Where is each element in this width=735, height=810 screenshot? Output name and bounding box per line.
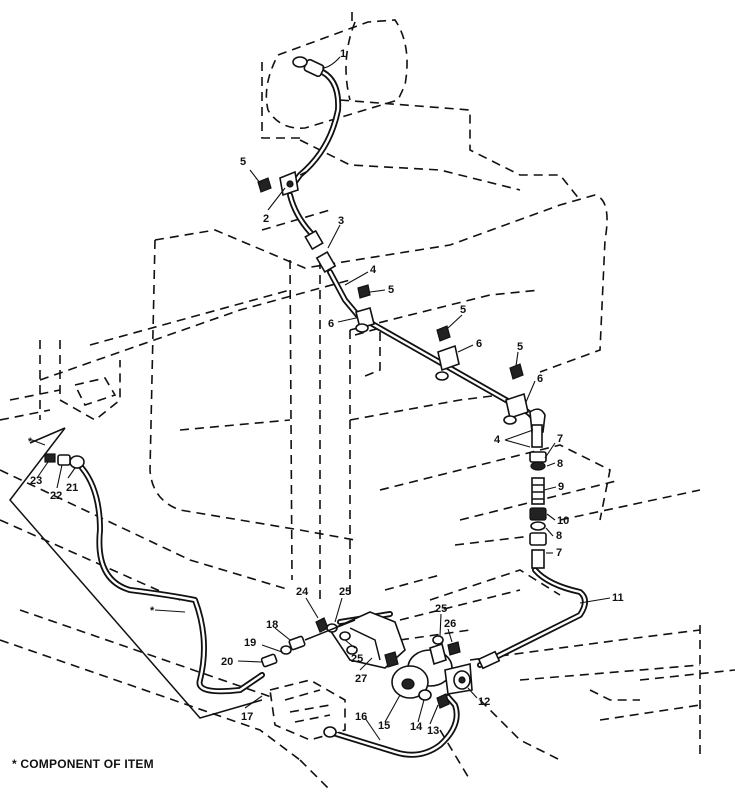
callout-25-right: 25 xyxy=(435,603,447,615)
callout-7-lower: 7 xyxy=(556,547,562,559)
callout-17: 17 xyxy=(241,711,253,723)
phantom-structure xyxy=(0,12,735,791)
callout-16: 16 xyxy=(355,711,367,723)
callout-1: 1 xyxy=(340,48,346,60)
callout-4-upper: 4 xyxy=(370,264,377,276)
callout-26: 26 xyxy=(444,618,456,630)
callout-15: 15 xyxy=(378,720,390,732)
callout-6-right: 6 xyxy=(537,373,543,385)
callout-7-upper: 7 xyxy=(557,433,563,445)
callout-24: 24 xyxy=(296,586,309,598)
callout-labels: 1 2 3 4 4 5 5 5 5 6 6 6 7 7 8 8 9 10 11 … xyxy=(28,48,624,737)
callout-2: 2 xyxy=(263,213,269,225)
callout-star-left: * xyxy=(150,605,155,617)
callout-11: 11 xyxy=(612,592,624,604)
callout-18: 18 xyxy=(266,619,278,631)
callout-21: 21 xyxy=(66,482,78,494)
callout-3: 3 xyxy=(338,215,344,227)
callout-star-upper: * xyxy=(28,436,33,448)
callout-23: 23 xyxy=(30,475,42,487)
callout-8-lower: 8 xyxy=(556,530,562,542)
callout-12: 12 xyxy=(478,696,490,708)
callout-5-center: 5 xyxy=(460,304,466,316)
leader-lines xyxy=(31,56,611,741)
callout-13: 13 xyxy=(427,725,439,737)
callout-25-mid: 25 xyxy=(351,653,363,665)
callout-27: 27 xyxy=(355,673,367,685)
callout-5-right: 5 xyxy=(517,341,523,353)
callout-6-left: 6 xyxy=(328,318,334,330)
callout-5-upper: 5 xyxy=(388,284,394,296)
callout-5-left: 5 xyxy=(240,156,246,168)
callout-22: 22 xyxy=(50,490,62,502)
callout-4-lower: 4 xyxy=(494,434,501,446)
callout-6-center: 6 xyxy=(476,338,482,350)
callout-25-top: 25 xyxy=(339,586,351,598)
callout-20: 20 xyxy=(221,656,233,668)
group-brackets xyxy=(9,427,356,719)
footnote-component-of-item: * COMPONENT OF ITEM xyxy=(12,757,154,771)
callout-9: 9 xyxy=(558,481,564,493)
callout-8-upper: 8 xyxy=(557,458,563,470)
callout-10: 10 xyxy=(557,515,569,527)
components xyxy=(44,56,547,741)
callout-19: 19 xyxy=(244,637,256,649)
callout-14: 14 xyxy=(410,721,423,733)
